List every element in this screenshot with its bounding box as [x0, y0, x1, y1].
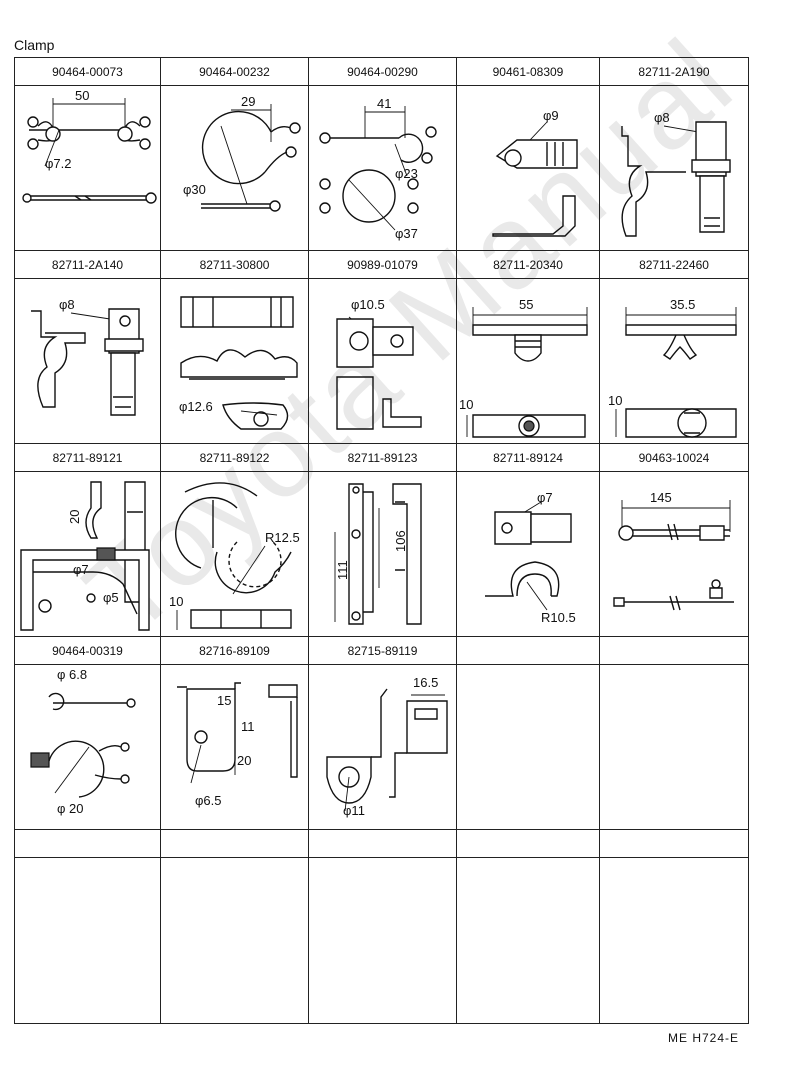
part-number: 90464-00290	[308, 57, 457, 86]
dimension-label: 10	[608, 393, 622, 408]
dimension-label: φ10.5	[351, 297, 385, 312]
dimension-label: φ6.5	[195, 793, 222, 808]
drawing-row: φ8 φ12.6 φ10.5	[14, 278, 749, 444]
clamp-drawing: 20 φ7 φ5	[14, 471, 161, 637]
clamp-drawing: 16.5 φ11	[308, 664, 457, 830]
clamp-drawing: φ8	[599, 85, 749, 251]
clamp-drawing: 106 111	[308, 471, 457, 637]
drawing-row: 20 φ7 φ5 R12.5 10	[14, 471, 749, 637]
empty-drawing-cell	[456, 664, 600, 830]
dimension-label: 16.5	[413, 675, 438, 690]
clamp-parts-table: 90464-00073 90464-00232 90464-00290 9046…	[14, 57, 749, 1024]
dimension-label: R12.5	[265, 530, 300, 545]
part-number	[599, 829, 749, 858]
part-number: 82711-89121	[14, 443, 161, 472]
dimension-label: 10	[169, 594, 183, 609]
part-number: 90464-00232	[160, 57, 309, 86]
clamp-drawing: φ8	[14, 278, 161, 444]
clamp-drawing: φ12.6	[160, 278, 309, 444]
dimension-label: 11	[241, 719, 255, 734]
part-number-row: 82711-89121 82711-89122 82711-89123 8271…	[14, 443, 749, 472]
dimension-label: φ 6.8	[57, 667, 87, 682]
part-number	[14, 829, 161, 858]
clamp-drawing: 29 φ30	[160, 85, 309, 251]
empty-drawing-cell	[160, 857, 309, 1024]
empty-drawing-cell	[14, 857, 161, 1024]
empty-drawing-cell	[599, 664, 749, 830]
part-number: 90463-10024	[599, 443, 749, 472]
part-number	[308, 829, 457, 858]
clamp-drawing: 55 10	[456, 278, 600, 444]
dimension-label: φ37	[395, 226, 418, 241]
dimension-label: 50	[75, 88, 89, 103]
dimension-label: 29	[241, 94, 255, 109]
part-number-row: 90464-00073 90464-00232 90464-00290 9046…	[14, 57, 749, 86]
part-number-row: 82711-2A140 82711-30800 90989-01079 8271…	[14, 250, 749, 279]
part-number: 82711-89123	[308, 443, 457, 472]
part-number: 90464-00319	[14, 636, 161, 665]
dimension-label: φ7	[73, 562, 89, 577]
empty-drawing-cell	[599, 857, 749, 1024]
dimension-label: R10.5	[541, 610, 576, 625]
dimension-label: 15	[217, 693, 231, 708]
drawing-row: 50 φ7.2 29	[14, 85, 749, 251]
dimension-label: φ8	[59, 297, 75, 312]
empty-drawing-cell	[456, 857, 600, 1024]
part-number: 82711-22460	[599, 250, 749, 279]
part-number: 82716-89109	[160, 636, 309, 665]
clamp-drawing: 145	[599, 471, 749, 637]
clamp-drawing: 41 φ23 φ37	[308, 85, 457, 251]
dimension-label: 20	[67, 510, 82, 524]
dimension-label: 20	[237, 753, 251, 768]
dimension-label: φ5	[103, 590, 119, 605]
drawing-row: φ 6.8 φ 20 15 11 20	[14, 664, 749, 830]
part-number: 90461-08309	[456, 57, 600, 86]
part-number	[160, 829, 309, 858]
dimension-label: 145	[650, 490, 672, 505]
clamp-drawing: 15 11 20 φ6.5	[160, 664, 309, 830]
dimension-label: 111	[335, 560, 350, 580]
part-number: 82711-20340	[456, 250, 600, 279]
dimension-label: φ 20	[57, 801, 84, 816]
clamp-drawing: φ 6.8 φ 20	[14, 664, 161, 830]
part-number	[456, 829, 600, 858]
part-number: 82711-2A190	[599, 57, 749, 86]
part-number: 82715-89119	[308, 636, 457, 665]
page-title: Clamp	[14, 37, 55, 53]
dimension-label: 55	[519, 297, 533, 312]
clamp-drawing: 35.5 10	[599, 278, 749, 444]
dimension-label: φ7	[537, 490, 553, 505]
part-number	[599, 636, 749, 665]
part-number: 82711-30800	[160, 250, 309, 279]
dimension-label: φ23	[395, 166, 418, 181]
page-footer-code: ME H724-E	[668, 1031, 740, 1045]
part-number-row	[14, 829, 749, 858]
part-number: 90464-00073	[14, 57, 161, 86]
dimension-label: 106	[393, 530, 408, 552]
clamp-drawing: φ7 R10.5	[456, 471, 600, 637]
dimension-label: φ11	[343, 803, 365, 818]
dimension-label: 10	[459, 397, 473, 412]
dimension-label: 35.5	[670, 297, 695, 312]
dimension-label: φ12.6	[179, 399, 213, 414]
part-number-row: 90464-00319 82716-89109 82715-89119	[14, 636, 749, 665]
drawing-row	[14, 857, 749, 1024]
dimension-label: 41	[377, 96, 391, 111]
dimension-label: φ30	[183, 182, 206, 197]
part-number: 90989-01079	[308, 250, 457, 279]
clamp-drawing: φ9	[456, 85, 600, 251]
clamp-drawing: 50 φ7.2	[14, 85, 161, 251]
clamp-drawing: R12.5 10	[160, 471, 309, 637]
part-number	[456, 636, 600, 665]
part-number: 82711-89124	[456, 443, 600, 472]
clamp-drawing: φ10.5	[308, 278, 457, 444]
empty-drawing-cell	[308, 857, 457, 1024]
part-number: 82711-89122	[160, 443, 309, 472]
part-number: 82711-2A140	[14, 250, 161, 279]
dimension-label: φ7.2	[45, 156, 72, 171]
dimension-label: φ8	[654, 110, 670, 125]
dimension-label: φ9	[543, 108, 559, 123]
